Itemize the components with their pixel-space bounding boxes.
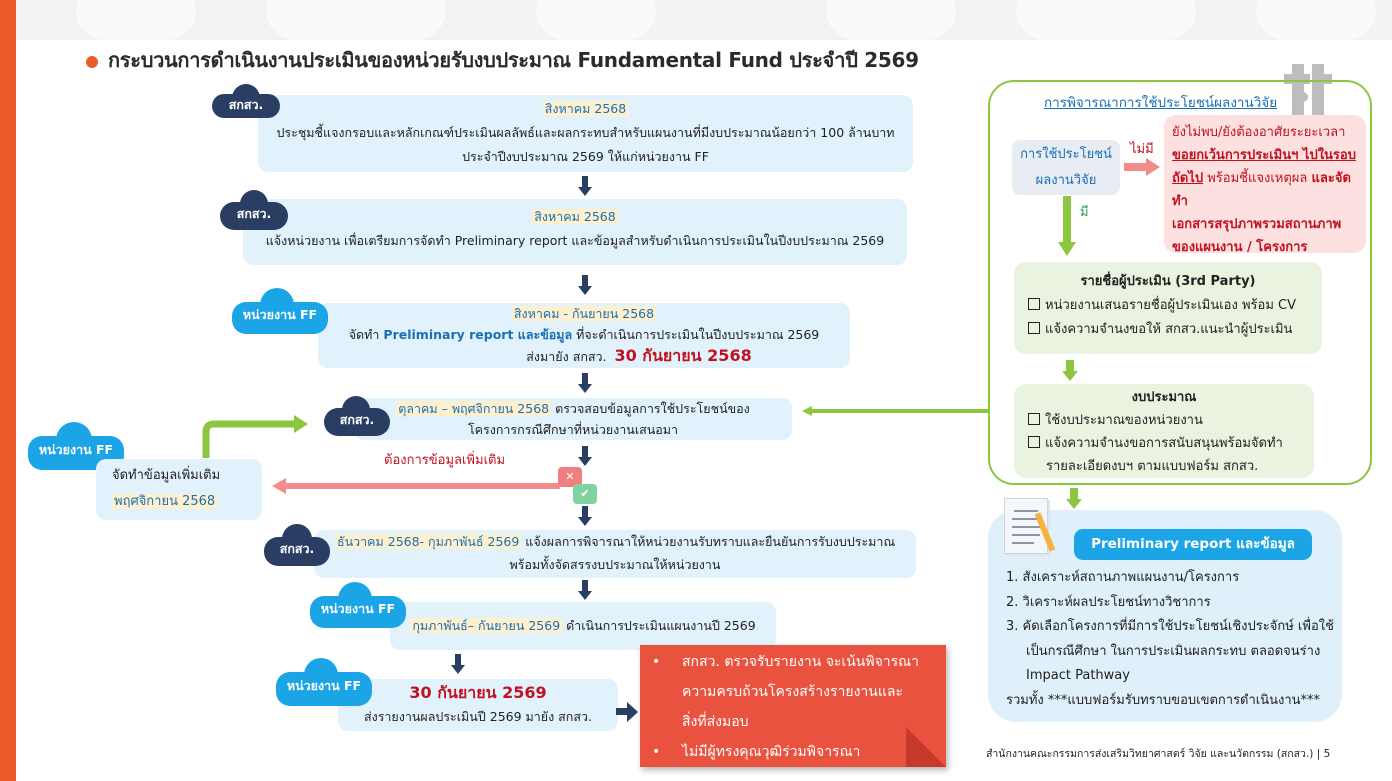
panel-heading: การพิจารณาการใช้ประโยชน์ผลงานวิจัย (1044, 95, 1278, 111)
evaluator-option[interactable]: หน่วยงานเสนอรายชื่อผู้ประเมินเอง พร้อม C… (1028, 294, 1322, 318)
utilization-decision-box: การใช้ประโยชน์ ผลงานวิจัย (1012, 140, 1120, 195)
title-bullet-icon (86, 56, 98, 68)
step-2-date: สิงหาคม 2568 (532, 209, 618, 224)
no-arrow (1124, 158, 1160, 176)
actor-cloud-tsri: สกสว. (212, 84, 280, 118)
research-utilization-panel (988, 80, 1372, 485)
no-utilization-box: ยังไม่พบ/ยังต้องอาศัยระยะเวลา ขอยกเว้นกา… (1164, 115, 1366, 255)
step-7-box: 30 กันยายน 2569 ส่งรายงานผลประเมินปี 256… (338, 679, 618, 731)
no-label: ไม่มี (1130, 142, 1154, 157)
step-4-date: ตุลาคม – พฤศจิกายน 2568 (396, 401, 552, 416)
page-curl (906, 727, 946, 767)
step-2-text: แจ้งหน่วยงาน เพื่อเตรียมการจัดทำ Prelimi… (265, 233, 885, 248)
evaluator-option[interactable]: แจ้งความจำนงขอให้ สกสว.แนะนำผู้ประเมิน (1028, 318, 1322, 342)
additional-info-date: พฤศจิกายน 2568 (112, 494, 218, 509)
step-1-text-line1: ประชุมชี้แจงกรอบและหลักเกณฑ์ประเมินผลลัพ… (276, 125, 895, 140)
step-3-deadline: 30 กันยายน 2568 (614, 346, 752, 365)
footer-org: สำนักงานคณะกรรมการส่งเสริมวิทยาศาสตร์ วิ… (986, 748, 1331, 760)
flow-arrow-down (578, 373, 592, 393)
step-6-box: กุมภาพันธ์– กันยายน 2569 ดำเนินการประเมิ… (390, 602, 776, 650)
additional-info-box: จัดทำข้อมูลเพิ่มเติม พฤศจิกายน 2568 (96, 459, 262, 520)
step-5-box: ธันวาคม 2568- กุมภาพันธ์ 2569 แจ้งผลการพ… (314, 530, 916, 578)
step-2-box: สิงหาคม 2568 แจ้งหน่วยงาน เพื่อเตรียมการ… (243, 199, 907, 265)
header-decoration (16, 0, 1392, 40)
evaluators-box: รายชื่อผู้ประเมิน (3rd Party) หน่วยงานเส… (1014, 262, 1322, 354)
step-1-date: สิงหาคม 2568 (542, 101, 629, 116)
review-note-card: •สกสว. ตรวจรับรายงาน จะเน้นพิจารณา ความค… (640, 645, 946, 767)
budget-box: งบประมาณ ใช้งบประมาณของหน่วยงาน แจ้งความ… (1014, 384, 1314, 478)
flow-arrow-down (578, 176, 592, 196)
step-1-box: สิงหาคม 2568 ประชุมชี้แจงกรอบและหลักเกณฑ… (258, 95, 913, 172)
actor-cloud-ff-unit: หน่วยงาน FF (310, 582, 406, 628)
budget-option[interactable]: ใช้งบประมาณของหน่วยงาน (1028, 409, 1314, 432)
report-badge: Preliminary report และข้อมูล (1074, 529, 1312, 560)
reject-icon: ✕ (558, 467, 582, 487)
flow-arrow-down (578, 275, 592, 295)
budget-option[interactable]: แจ้งความจำนงขอการสนับสนุนพร้อมจัดทำ (1028, 432, 1314, 455)
request-arrow (272, 478, 560, 494)
step-3-date: สิงหาคม - กันยายน 2568 (511, 306, 657, 321)
step-3-box: สิงหาคม - กันยายน 2568 จัดทำ Preliminary… (318, 303, 850, 368)
approve-icon: ✔ (573, 484, 597, 504)
tsri-logo (1284, 64, 1332, 116)
step-4-box: ตุลาคม – พฤศจิกายน 2568 ตรวจสอบข้อมูลการ… (354, 398, 792, 440)
page-number: | 5 (1316, 748, 1331, 760)
actor-cloud-ff-unit: หน่วยงาน FF (232, 288, 328, 334)
actor-cloud-tsri: สกสว. (324, 396, 390, 436)
feedback-arrow-from-panel (802, 406, 990, 416)
checkbox-icon[interactable] (1028, 298, 1040, 310)
step-1-text-line2: ประจำปีงบประมาณ 2569 ให้แก่หน่วยงาน FF (462, 149, 709, 164)
step-5-date: ธันวาคม 2568- กุมภาพันธ์ 2569 (334, 534, 522, 549)
step-6-date: กุมภาพันธ์– กันยายน 2569 (410, 618, 563, 633)
flow-arrow-down (451, 654, 465, 674)
step-3-deliverable: Preliminary report และข้อมูล (383, 327, 573, 342)
flow-arrow-down (578, 506, 592, 526)
yes-arrow (1058, 196, 1076, 256)
flow-arrow-down (578, 580, 592, 600)
actor-cloud-tsri: สกสว. (264, 524, 330, 566)
accent-sidebar-bar (0, 0, 16, 781)
resubmit-arrow (202, 415, 308, 458)
step-7-deadline: 30 กันยายน 2569 (409, 683, 547, 702)
page-title: กระบวนการดำเนินงานประเมินของหน่วยรับงบปร… (108, 48, 919, 72)
checkbox-icon[interactable] (1028, 322, 1040, 334)
actor-cloud-ff-unit: หน่วยงาน FF (276, 658, 372, 706)
panel-arrow-down (1062, 360, 1078, 381)
checkbox-icon[interactable] (1028, 436, 1040, 448)
arrow-to-note (616, 702, 638, 722)
panel-arrow-down (1066, 488, 1082, 509)
request-more-info-label: ต้องการข้อมูลเพิ่มเติม (384, 453, 506, 468)
actor-cloud-tsri: สกสว. (220, 190, 288, 230)
yes-label: มี (1080, 205, 1089, 220)
report-items: 1. สังเคราะห์สถานภาพแผนงาน/โครงการ 2. วิ… (1006, 570, 1334, 708)
document-pencil-icon (1004, 498, 1062, 558)
flow-arrow-down (578, 446, 592, 466)
checkbox-icon[interactable] (1028, 413, 1040, 425)
